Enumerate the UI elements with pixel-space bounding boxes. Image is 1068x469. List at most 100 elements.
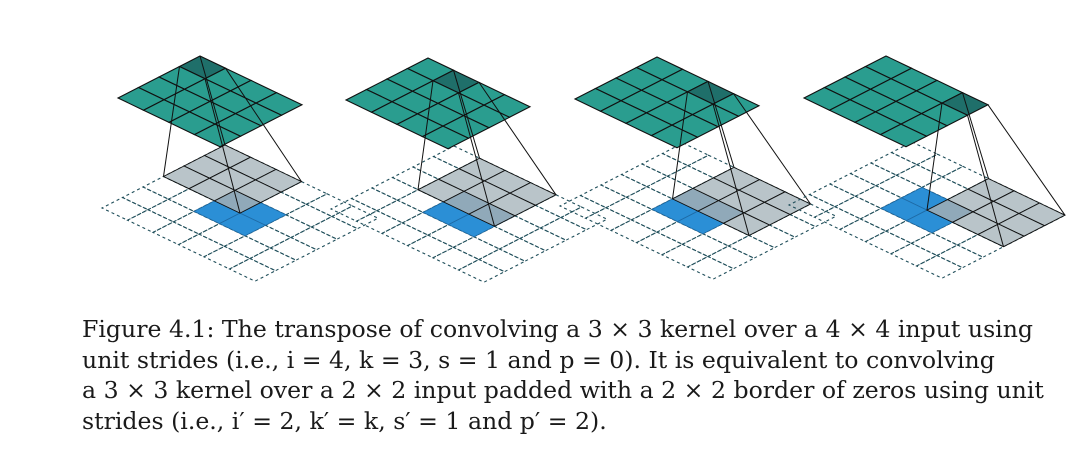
padding-cell xyxy=(223,235,272,260)
caption-line-4: strides (i.e., i′ = 2, k′ = k, s′ = 1 an… xyxy=(82,406,607,435)
padding-cell xyxy=(864,230,913,255)
projection-line xyxy=(707,81,735,168)
caption-line-1: Figure 4.1: The transpose of convolving … xyxy=(82,315,1034,343)
padding-cell xyxy=(100,196,150,221)
projection-line xyxy=(733,93,811,205)
padding-cell xyxy=(146,198,196,223)
panel-1 xyxy=(100,55,380,282)
padding-cell xyxy=(406,234,455,259)
padding-cell xyxy=(681,233,730,258)
projection-line xyxy=(458,92,495,227)
padding-cell xyxy=(411,155,461,180)
padding-cell xyxy=(498,237,547,262)
padding-cell xyxy=(584,207,633,232)
padding-cell xyxy=(869,151,919,176)
padding-cell xyxy=(329,197,379,222)
padding-cell xyxy=(513,204,563,229)
output-cell xyxy=(421,125,470,150)
padding-cell xyxy=(890,141,939,166)
padding-cell xyxy=(915,153,965,178)
padding-cell xyxy=(854,185,903,210)
padding-cell xyxy=(126,209,175,234)
padding-cell xyxy=(375,199,425,224)
projection-line xyxy=(962,92,989,179)
padding-cell xyxy=(768,213,817,238)
padding-cell xyxy=(431,246,481,271)
panel-4 xyxy=(787,55,1067,279)
padding-cell xyxy=(279,180,329,205)
padding-cell xyxy=(686,154,736,179)
padding-cell xyxy=(457,258,506,283)
projection-line xyxy=(225,67,302,182)
projection-line xyxy=(712,103,750,236)
padding-cell xyxy=(661,142,710,167)
padding-cell xyxy=(243,224,293,249)
padding-cell xyxy=(833,195,883,220)
padding-cell xyxy=(248,247,298,272)
padding-cell xyxy=(727,234,776,259)
padding-cell xyxy=(604,196,654,221)
padding-cell xyxy=(558,194,608,219)
output-cell xyxy=(879,123,928,148)
padding-cell xyxy=(350,187,399,212)
padding-cell xyxy=(645,175,695,200)
caption-line-3: a 3 × 3 kernel over a 2 × 2 input padded… xyxy=(82,376,1044,404)
panel-3 xyxy=(558,56,838,280)
padding-cell xyxy=(370,176,420,201)
projection-line xyxy=(478,82,557,196)
figure-caption: Figure 4.1: The transpose of convolving … xyxy=(82,314,1044,436)
padding-cell xyxy=(269,236,318,261)
output-cell xyxy=(650,124,699,149)
padding-cell xyxy=(380,222,430,247)
padding-cell xyxy=(910,232,959,257)
padding-cell xyxy=(808,183,857,208)
padding-cell xyxy=(660,243,710,268)
padding-cell xyxy=(874,174,924,199)
padding-cell xyxy=(895,164,944,189)
projection-line xyxy=(453,70,480,159)
padding-cell xyxy=(915,254,964,279)
padding-cell xyxy=(747,224,797,249)
padding-cell xyxy=(640,152,690,177)
padding-cell xyxy=(838,218,888,243)
panel-2 xyxy=(329,57,609,283)
padding-cell xyxy=(941,165,990,190)
padding-cell xyxy=(518,227,568,252)
padding-cell xyxy=(355,210,404,235)
padding-cell xyxy=(121,186,170,211)
projection-line xyxy=(204,78,241,214)
padding-cell xyxy=(788,203,838,228)
projection-line xyxy=(926,103,943,211)
padding-cell xyxy=(534,194,583,219)
padding-cell xyxy=(579,184,628,209)
padding-cell xyxy=(920,176,970,201)
padding-cell xyxy=(828,172,878,197)
projection-line xyxy=(163,66,180,177)
padding-cell xyxy=(310,215,359,240)
padding-cell xyxy=(493,215,542,240)
padding-cell xyxy=(284,203,334,228)
padding-cell xyxy=(599,173,649,198)
padding-cell xyxy=(305,193,354,218)
padding-cell xyxy=(787,193,837,218)
padding-cell xyxy=(477,248,527,273)
padding-cell xyxy=(666,165,715,190)
padding-cell xyxy=(635,231,684,256)
padding-cell xyxy=(472,225,522,250)
padding-cell xyxy=(452,236,501,261)
projection-line xyxy=(967,115,1004,247)
padding-cell xyxy=(625,186,674,211)
input-cell xyxy=(218,212,267,237)
padding-cell xyxy=(849,162,898,187)
output-cell xyxy=(193,123,242,148)
padding-cell xyxy=(609,219,659,244)
padding-cell xyxy=(259,191,308,216)
padding-cell xyxy=(202,245,252,270)
projection-line xyxy=(987,104,1066,216)
padding-cell xyxy=(330,205,380,230)
padding-cell xyxy=(177,233,226,258)
caption-line-2: unit strides (i.e., i = 4, k = 3, s = 1 … xyxy=(82,345,995,374)
padding-cell xyxy=(289,226,339,251)
padding-cell xyxy=(706,245,756,270)
padding-cell xyxy=(264,214,313,239)
